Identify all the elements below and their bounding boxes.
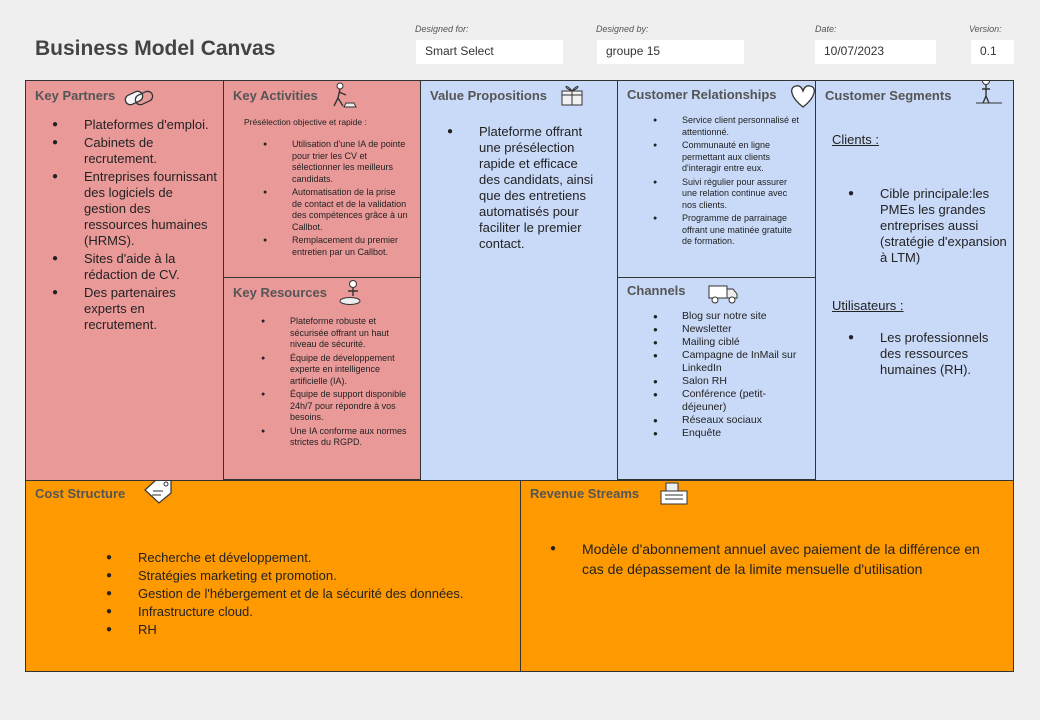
channels-title: Channels — [627, 283, 686, 298]
list-item: Suivi régulier pour assurer une relation… — [650, 177, 800, 212]
list-item: Campagne de InMail sur LinkedIn — [650, 349, 810, 375]
list-item: Plateforme offrant une présélection rapi… — [447, 124, 597, 252]
key-activities-title: Key Activities — [233, 88, 318, 103]
designed-by-field[interactable]: groupe 15 — [597, 40, 744, 64]
cost-structure-section[interactable]: Cost Structure Recherche et développemen… — [25, 480, 521, 672]
list-item: Équipe de développement experte en intel… — [258, 353, 408, 388]
chain-link-icon — [124, 90, 154, 106]
list-item: Des partenaires experts en recrutement. — [52, 285, 217, 333]
cash-register-icon — [660, 482, 688, 505]
date-label: Date: — [815, 24, 837, 34]
worker-icon — [333, 82, 357, 108]
channels-section[interactable]: Channels Blog sur notre site Newsletter … — [617, 277, 816, 480]
list-item: Service client personnalisé et attention… — [650, 115, 800, 138]
key-partners-title: Key Partners — [35, 88, 116, 103]
list-item: Recherche et développement. — [106, 550, 516, 566]
key-resources-section[interactable]: Key Resources Plateforme robuste et sécu… — [223, 277, 421, 480]
person-icon — [976, 81, 1002, 104]
list-item: RH — [106, 622, 516, 638]
list-item: Salon RH — [650, 375, 810, 388]
designed-for-field[interactable]: Smart Select — [416, 40, 563, 64]
users-label: Utilisateurs : — [832, 298, 904, 313]
list-item: Une IA conforme aux normes strictes du R… — [258, 426, 408, 449]
list-item: Plateforme robuste et sécurisée offrant … — [258, 316, 408, 351]
list-item: Infrastructure cloud. — [106, 604, 516, 620]
list-item: Newsletter — [650, 323, 810, 336]
cost-structure-title: Cost Structure — [35, 486, 126, 501]
key-partners-section[interactable]: Key Partners Plateformes d'emploi. Cabin… — [25, 80, 224, 481]
revenue-streams-title: Revenue Streams — [530, 486, 640, 501]
key-resources-title: Key Resources — [233, 285, 327, 300]
list-item: Entreprises fournissant des logiciels de… — [52, 169, 217, 249]
list-item: Sites d'aide à la rédaction de CV. — [52, 251, 217, 283]
version-label: Version: — [969, 24, 1002, 34]
list-item: Équipe de support disponible 24h/7 pour … — [258, 389, 408, 424]
designed-for-label: Designed for: — [415, 24, 469, 34]
gift-icon — [561, 85, 583, 106]
list-item: Conférence (petit-déjeuner) — [650, 388, 810, 414]
list-item: Stratégies marketing et promotion. — [106, 568, 516, 584]
list-item: Programme de parrainage offrant une mati… — [650, 213, 800, 248]
revenue-streams-section[interactable]: Revenue Streams Modèle d'abonnement annu… — [520, 480, 1014, 672]
canvas-title: Business Model Canvas — [35, 37, 276, 60]
value-propositions-section[interactable]: Value Propositions Plateforme offrant un… — [420, 80, 618, 481]
factory-worker-icon — [339, 280, 361, 305]
list-item: Remplacement du premier entretien par un… — [260, 235, 408, 258]
list-item: Plateformes d'emploi. — [52, 117, 217, 133]
date-field[interactable]: 10/07/2023 — [815, 40, 936, 64]
customer-segments-section[interactable]: Customer Segments Clients : Cible princi… — [815, 80, 1014, 481]
price-tag-icon — [144, 481, 172, 504]
list-item: Communauté en ligne permettant aux clien… — [650, 140, 800, 175]
clients-label: Clients : — [832, 132, 879, 147]
list-item: Enquête — [650, 427, 810, 440]
customer-relationships-title: Customer Relationships — [627, 87, 777, 102]
heart-icon — [791, 85, 815, 108]
list-item: Les professionnels des ressources humain… — [848, 330, 1008, 378]
list-item: Utilisation d'une IA de pointe pour trie… — [260, 139, 408, 185]
version-field[interactable]: 0.1 — [971, 40, 1014, 64]
list-item: Mailing ciblé — [650, 336, 810, 349]
key-activities-intro: Présélection objective et rapide : — [244, 117, 367, 127]
key-activities-section[interactable]: Key Activities Présélection objective et… — [223, 80, 421, 278]
customer-segments-title: Customer Segments — [825, 88, 952, 103]
list-item: Réseaux sociaux — [650, 414, 810, 427]
list-item: Modèle d'abonnement annuel avec paiement… — [550, 539, 990, 579]
list-item: Gestion de l'hébergement et de la sécuri… — [106, 586, 516, 602]
list-item: Cible principale:les PMEs les grandes en… — [848, 186, 1008, 266]
designed-by-label: Designed by: — [596, 24, 649, 34]
customer-relationships-section[interactable]: Customer Relationships Service client pe… — [617, 80, 816, 278]
list-item: Automatisation de la prise de contact et… — [260, 187, 408, 233]
value-propositions-title: Value Propositions — [430, 88, 548, 103]
list-item: Cabinets de recrutement. — [52, 135, 217, 167]
list-item: Blog sur notre site — [650, 310, 810, 323]
delivery-truck-icon — [708, 285, 738, 304]
